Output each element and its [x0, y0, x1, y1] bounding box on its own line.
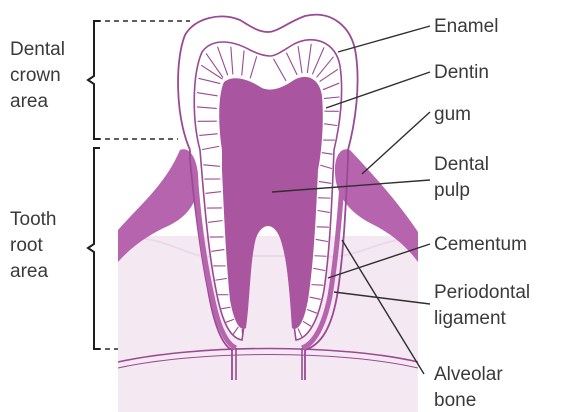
- dentinal-tubule: [312, 285, 323, 286]
- periodontal-ligament-label: Periodontal ligament: [434, 282, 535, 329]
- gum-label: gum: [434, 104, 471, 125]
- cementum-label: Cementum: [434, 234, 527, 255]
- dental-pulp-label: Dental pulp: [434, 154, 494, 201]
- root-area-label: Tooth root area: [10, 209, 62, 282]
- alveolar-bone-label: Alveolar bone: [434, 364, 508, 411]
- crown-bracket: [88, 21, 100, 139]
- enamel-label: Enamel: [434, 16, 498, 37]
- gum-leader: [362, 112, 430, 174]
- dentin-label: Dentin: [434, 62, 489, 83]
- root-bracket: [88, 148, 100, 349]
- crown-area-label: Dental crown area: [10, 39, 70, 112]
